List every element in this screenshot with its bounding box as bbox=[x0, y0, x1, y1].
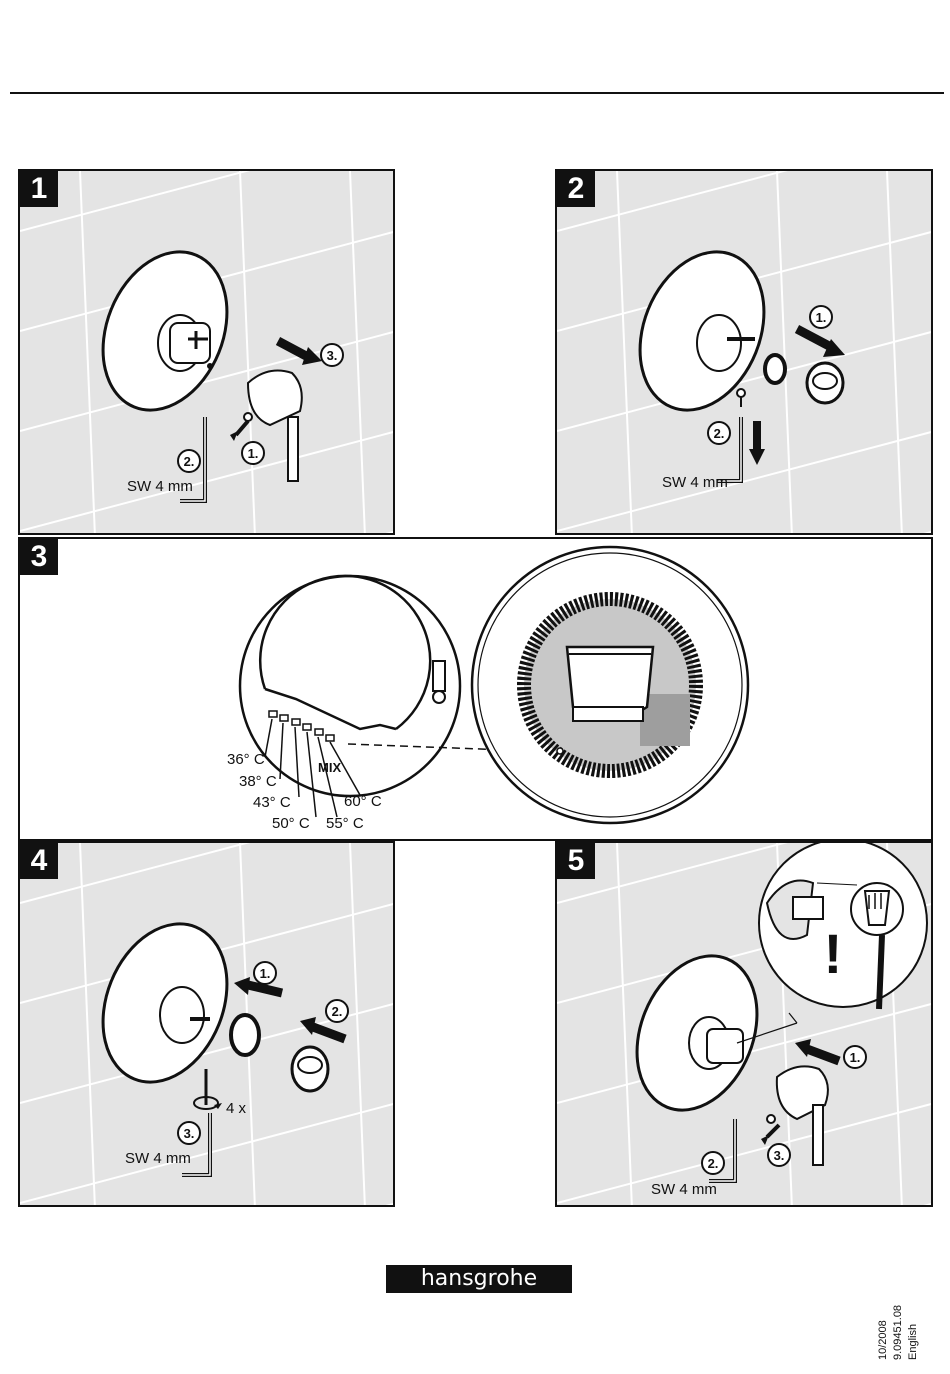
step-5-callout-3: 3. bbox=[774, 1148, 785, 1163]
step-1-panel: 1 3. 1. 2. SW 4 mm bbox=[18, 169, 395, 535]
step-1-tool-size: SW 4 mm bbox=[127, 478, 193, 495]
footer-doc-number: 9.09451.08 bbox=[891, 1305, 906, 1360]
document-footer: 10/2008 9.09451.08 English bbox=[876, 1305, 921, 1360]
footer-language: English bbox=[906, 1305, 921, 1360]
step-1-callout-1: 1. bbox=[248, 446, 259, 461]
step-3-mix-label: MIX bbox=[318, 760, 341, 775]
step-2-number: 2 bbox=[557, 171, 595, 207]
step-4-number: 4 bbox=[20, 843, 58, 879]
step-3-panel: 3 MIX 36° C 38° C 43° C 50° C 55° C 60° … bbox=[18, 537, 933, 841]
step-3-temp-36: 36° C bbox=[227, 751, 265, 768]
step-1-number: 1 bbox=[20, 171, 58, 207]
step-1-illustration: 3. 1. 2. SW 4 mm bbox=[20, 171, 395, 535]
step-1-callout-2: 2. bbox=[184, 454, 195, 469]
step-3-number: 3 bbox=[20, 539, 58, 575]
step-4-illustration: 1. 2. 4 x 3. SW 4 mm bbox=[20, 843, 395, 1207]
step-2-tool-size: SW 4 mm bbox=[662, 474, 728, 491]
step-3-temp-60: 60° C bbox=[344, 793, 382, 810]
header-rule bbox=[10, 92, 944, 94]
brand-logo: hansgrohe bbox=[386, 1265, 572, 1293]
step-5-illustration: ! 1. 2. 3. SW 4 mm bbox=[557, 843, 933, 1207]
step-3-temp-38: 38° C bbox=[239, 773, 277, 790]
step-3-temp-50: 50° C bbox=[272, 815, 310, 832]
footer-date: 10/2008 bbox=[876, 1305, 891, 1360]
step-3-temp-43: 43° C bbox=[253, 794, 291, 811]
step-5-number: 5 bbox=[557, 843, 595, 879]
step-4-callout-1: 1. bbox=[260, 966, 271, 981]
step-4-repeat-count: 4 x bbox=[226, 1100, 247, 1117]
step-4-panel: 4 1. 2. 4 x 3. SW 4 mm bbox=[18, 841, 395, 1207]
step-2-panel: 2 1. 2. SW 4 mm bbox=[555, 169, 933, 535]
step-2-callout-2: 2. bbox=[714, 426, 725, 441]
step-3-temp-55: 55° C bbox=[326, 815, 364, 832]
step-4-tool-size: SW 4 mm bbox=[125, 1150, 191, 1167]
step-5-tool-size: SW 4 mm bbox=[651, 1181, 717, 1198]
step-2-illustration: 1. 2. SW 4 mm bbox=[557, 171, 933, 535]
step-5-callout-2: 2. bbox=[708, 1156, 719, 1171]
step-4-callout-3: 3. bbox=[184, 1126, 195, 1141]
step-4-callout-2: 2. bbox=[332, 1004, 343, 1019]
step-5-panel: 5 ! 1. 2. 3. SW 4 mm bbox=[555, 841, 933, 1207]
step-5-callout-1: 1. bbox=[850, 1050, 861, 1065]
step-5-warning: ! bbox=[824, 922, 843, 985]
step-1-callout-3: 3. bbox=[327, 348, 338, 363]
step-3-illustration: MIX 36° C 38° C 43° C 50° C 55° C 60° C bbox=[20, 539, 933, 841]
step-2-callout-1: 1. bbox=[816, 310, 827, 325]
